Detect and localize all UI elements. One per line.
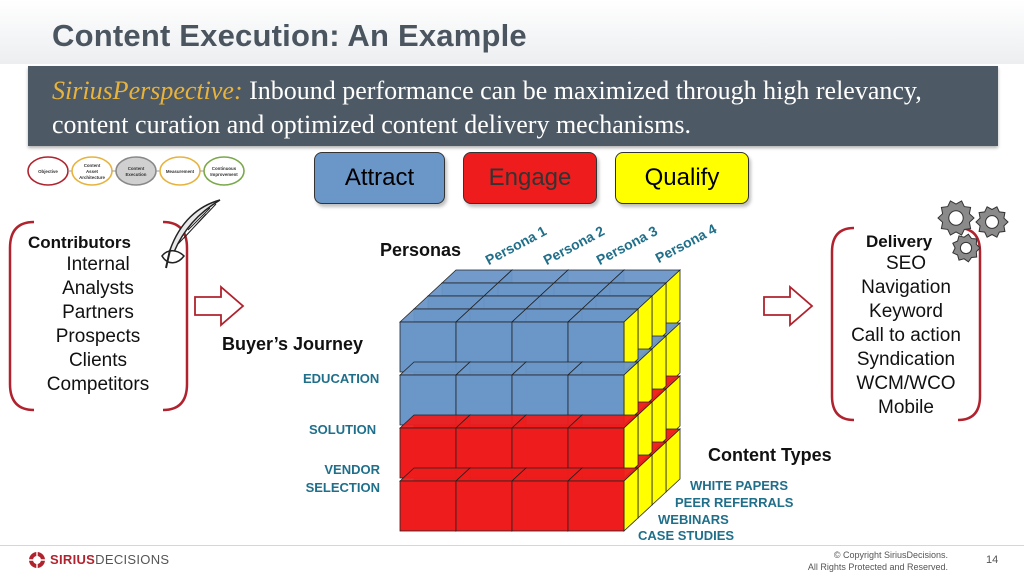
gear-icon xyxy=(952,233,981,263)
svg-text:Execution: Execution xyxy=(126,172,147,177)
svg-text:Content: Content xyxy=(128,166,145,171)
gear-icon xyxy=(937,200,975,236)
contributors-heading: Contributors xyxy=(28,233,131,252)
journey-stage: EDUCATION xyxy=(303,371,380,386)
quill-pen-icon xyxy=(161,199,221,269)
content-type: WHITE PAPERS xyxy=(690,478,788,493)
delivery-item: Navigation xyxy=(861,277,951,298)
copyright: © Copyright SiriusDecisions. All Rights … xyxy=(800,549,948,573)
phase-qualify-label: Qualify xyxy=(644,164,720,191)
svg-text:Content: Content xyxy=(84,163,101,168)
gear-icon xyxy=(975,206,1009,238)
contributor-item: Prospects xyxy=(55,326,141,347)
copyright-line: © Copyright SiriusDecisions. xyxy=(833,550,948,560)
perspective-text: SiriusPerspective: Inbound performance c… xyxy=(52,74,992,142)
delivery-bracket xyxy=(830,226,982,422)
copyright-line: All Rights Protected and Reserved. xyxy=(807,562,948,572)
sirius-logo-icon xyxy=(29,552,45,568)
phase-engage: Engage xyxy=(463,152,597,204)
content-types-label: Content Types xyxy=(708,445,832,465)
journey-stage: SOLUTION xyxy=(309,422,377,437)
contributor-item: Clients xyxy=(68,350,128,371)
perspective-banner xyxy=(28,66,998,146)
svg-text:Improvement: Improvement xyxy=(210,172,238,177)
content-type: PEER REFERRALS xyxy=(675,495,794,510)
gears-icon xyxy=(937,200,1009,263)
page-title: Content Execution: An Example xyxy=(52,18,527,53)
delivery-list: SEO Navigation Keyword Call to action Sy… xyxy=(836,252,976,420)
footer-logo: SIRIUSDECISIONS xyxy=(50,552,169,567)
delivery-item: Syndication xyxy=(856,349,956,370)
contributor-item: Competitors xyxy=(46,374,150,395)
process-step: Measurement xyxy=(159,156,204,186)
right-arrow-icon xyxy=(763,285,814,327)
delivery-item: Keyword xyxy=(869,301,943,322)
phase-engage-label: Engage xyxy=(488,164,572,191)
delivery-item: Mobile xyxy=(878,397,934,418)
content-type: WEBINARS xyxy=(658,512,729,527)
title-band xyxy=(0,0,1024,64)
footer-divider xyxy=(0,545,1024,546)
delivery-item: WCM/WCO xyxy=(856,373,956,394)
right-arrow-icon xyxy=(194,285,245,327)
svg-text:Asset: Asset xyxy=(86,169,98,174)
svg-text:Architecture: Architecture xyxy=(79,175,105,180)
contributor-item: Internal xyxy=(66,254,130,275)
phase-qualify: Qualify xyxy=(615,152,749,204)
delivery-heading: Delivery xyxy=(866,232,933,251)
page-number: 14 xyxy=(986,554,999,566)
svg-text:Measurement: Measurement xyxy=(166,169,195,174)
cube-cell xyxy=(566,467,640,532)
content-cube xyxy=(398,269,682,532)
buyers-journey-label: Buyer’s Journey xyxy=(222,334,364,354)
personas-label: Personas xyxy=(380,240,462,260)
process-chevrons: ObjectiveContentAssetArchitectureContent… xyxy=(27,156,245,186)
perspective-label: SiriusPerspective: xyxy=(52,76,243,105)
contributors-list: Internal Analysts Partners Prospects Cli… xyxy=(30,253,166,397)
content-type: CASE STUDIES xyxy=(638,528,735,543)
phase-attract-label: Attract xyxy=(344,164,415,191)
contributor-item: Partners xyxy=(62,302,134,323)
svg-text:Continuous: Continuous xyxy=(212,166,237,171)
perspective-body: Inbound performance can be maximized thr… xyxy=(52,76,922,139)
footer-logo-light: DECISIONS xyxy=(95,552,170,567)
contributor-item: Analysts xyxy=(62,278,134,299)
contributors-bracket xyxy=(8,220,189,412)
svg-text:Objective: Objective xyxy=(38,169,58,174)
footer-logo-strong: SIRIUS xyxy=(50,552,96,567)
journey-stage: VENDOR SELECTION xyxy=(305,462,380,495)
phase-attract: Attract xyxy=(314,152,445,204)
delivery-item: SEO xyxy=(885,253,927,274)
delivery-item: Call to action xyxy=(851,325,961,346)
process-step: Objective xyxy=(27,156,72,186)
